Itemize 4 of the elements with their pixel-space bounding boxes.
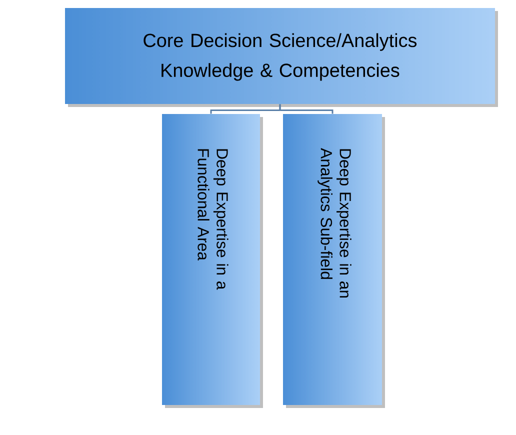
vertical-bar: Deep Expertise in an Analytics Sub-field bbox=[283, 114, 385, 408]
vertical-bar: Deep Expertise in a Functional Area bbox=[162, 114, 263, 408]
title-box: Core Decision Science/Analytics Knowledge & Competencies bbox=[65, 8, 498, 107]
connector bbox=[279, 104, 334, 114]
